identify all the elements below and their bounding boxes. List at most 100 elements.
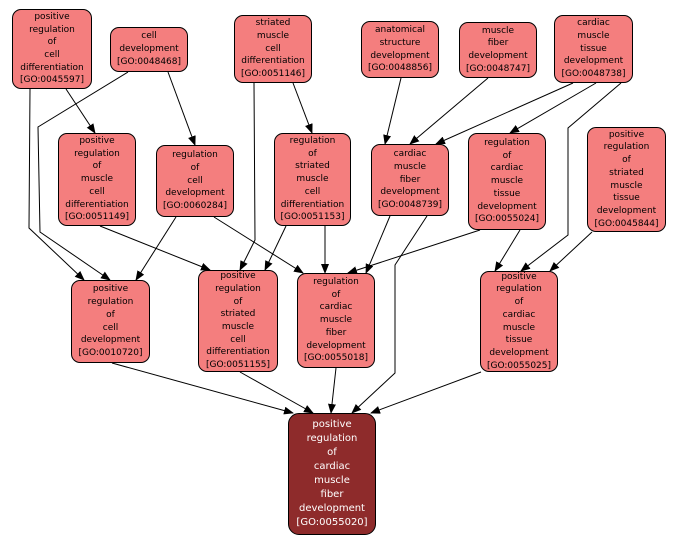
go-id-label: [GO:0048468] bbox=[116, 56, 182, 67]
term-name-line: of bbox=[92, 161, 102, 172]
term-name-line: development bbox=[596, 205, 657, 216]
term-name-line: muscle bbox=[502, 322, 536, 333]
edge-go-0051146-to-go-0051155 bbox=[239, 82, 256, 271]
term-name-line: differentiation bbox=[241, 56, 305, 67]
term-name-line: of bbox=[622, 155, 631, 166]
term-name-line: regulation bbox=[484, 138, 530, 149]
edge-go-0045844-to-go-0055025 bbox=[549, 231, 593, 272]
term-name-line: regulation bbox=[29, 24, 75, 35]
term-name-line: regulation bbox=[172, 150, 218, 161]
term-name-line: tissue bbox=[493, 188, 521, 199]
term-name-line: positive bbox=[220, 271, 256, 282]
term-name-line: muscle bbox=[314, 475, 350, 486]
term-name-line: differentiation bbox=[206, 347, 270, 358]
go-term-node-go-0045597[interactable]: positive regulation of cell differentiation [… bbox=[12, 9, 92, 89]
term-name-line: cell bbox=[304, 186, 321, 197]
term-name-line: of bbox=[233, 296, 243, 307]
go-id-label: [GO:0045597] bbox=[19, 75, 85, 86]
term-name-line: of bbox=[47, 37, 57, 48]
edge-go-0051149-to-go-0051155 bbox=[99, 225, 211, 271]
term-name-line: of bbox=[308, 148, 317, 159]
term-name-line: regulation bbox=[215, 283, 261, 294]
go-id-label: [GO:0048738] bbox=[561, 69, 626, 80]
term-name-line: regulation bbox=[306, 433, 358, 444]
go-id-label: [GO:0048739] bbox=[377, 200, 443, 211]
term-name-line: positive bbox=[501, 271, 537, 282]
term-name-line: regulation bbox=[603, 142, 650, 153]
term-name-line: development bbox=[299, 503, 365, 514]
term-name-line: development bbox=[477, 201, 537, 212]
term-name-line: structure bbox=[379, 37, 421, 48]
term-name-line: cardiac bbox=[490, 163, 524, 174]
term-name-line: fiber bbox=[325, 327, 347, 338]
edge-go-0051155-to-go-0055020 bbox=[239, 371, 314, 414]
term-name-line: development bbox=[563, 56, 624, 67]
term-name-line: fiber bbox=[487, 38, 509, 49]
edge-go-0055025-to-go-0055020 bbox=[370, 371, 482, 414]
term-name-line: tissue bbox=[613, 193, 640, 204]
edge-go-0048856-to-go-0048739 bbox=[383, 77, 402, 145]
term-name-line: muscle bbox=[610, 180, 643, 191]
term-name-line: cell bbox=[141, 31, 157, 42]
edge-go-0055024-to-go-0055018 bbox=[347, 229, 481, 275]
term-name-line: positive bbox=[608, 129, 645, 140]
term-name-line: regulation bbox=[289, 136, 336, 147]
edge-go-0048739-to-go-0055018 bbox=[365, 215, 391, 274]
go-term-node-go-0048468[interactable]: cell development[GO:0048468] bbox=[110, 27, 188, 72]
term-name-line: differentiation bbox=[280, 199, 345, 210]
term-name-line: differentiation bbox=[20, 62, 84, 73]
term-name-line: muscle bbox=[490, 176, 524, 187]
go-id-label: [GO:0010720] bbox=[78, 347, 143, 358]
term-name-line: regulation bbox=[313, 277, 359, 288]
term-name-line: cell bbox=[89, 186, 105, 197]
term-name-line: development bbox=[165, 188, 225, 199]
term-name-line: cardiac bbox=[502, 309, 536, 320]
term-name-line: of bbox=[106, 309, 115, 320]
term-name-line: striated bbox=[609, 167, 644, 178]
term-name-line: regulation bbox=[496, 284, 542, 295]
term-name-line: anatomical bbox=[374, 25, 425, 36]
term-name-line: muscle bbox=[296, 174, 329, 185]
term-name-line: fiber bbox=[399, 174, 421, 185]
go-id-label: [GO:0055024] bbox=[474, 214, 540, 225]
term-name-line: cardiac bbox=[313, 461, 351, 472]
term-name-line: muscle bbox=[577, 30, 610, 41]
term-name-line: cell bbox=[265, 43, 281, 54]
term-name-line: development bbox=[468, 51, 528, 61]
term-name-line: development bbox=[370, 50, 430, 61]
term-name-line: muscle bbox=[393, 161, 427, 172]
term-name-line: of bbox=[502, 150, 512, 161]
edge-go-0045597-to-go-0051149 bbox=[65, 88, 96, 134]
term-name-line: of bbox=[331, 289, 341, 300]
go-id-label: [GO:0048747] bbox=[465, 63, 531, 74]
term-name-line: development bbox=[119, 44, 179, 55]
term-name-line: cardiac bbox=[319, 302, 353, 313]
term-name-line: cell bbox=[44, 50, 60, 60]
edge-go-0051146-to-go-0051153 bbox=[292, 82, 313, 134]
term-name-line: muscle bbox=[319, 315, 353, 326]
term-name-line: cell bbox=[187, 175, 203, 186]
term-name-line: cell bbox=[102, 322, 119, 333]
term-name-line: of bbox=[190, 162, 200, 173]
term-name-line: development bbox=[80, 335, 141, 346]
edge-go-0051153-to-go-0051155 bbox=[264, 225, 287, 271]
term-name-line: positive bbox=[34, 11, 70, 22]
go-id-label: [GO:0055020] bbox=[296, 517, 368, 528]
term-name-line: development bbox=[489, 347, 549, 358]
term-name-line: regulation bbox=[74, 148, 120, 159]
